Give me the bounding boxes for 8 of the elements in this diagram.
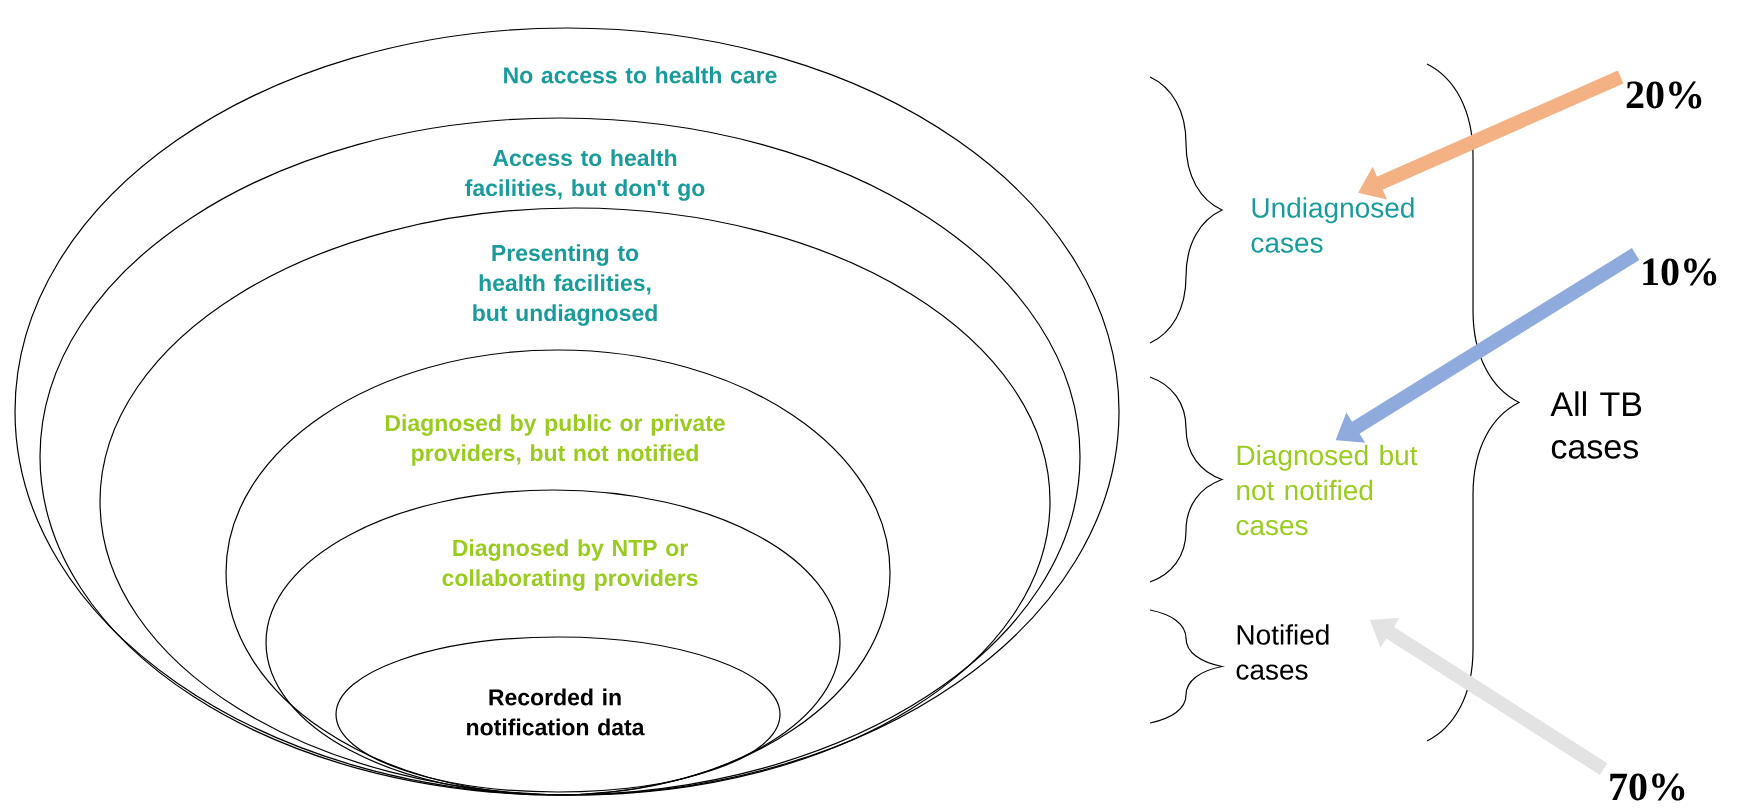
brace-label: All TB cases (1550, 391, 1642, 459)
brace-label: Undiagnosed cases (1251, 197, 1414, 253)
oval-region: Recorded in notification data (335, 636, 781, 793)
percent-label: 10% (1643, 258, 1717, 286)
brace-label: Diagnosed but not notified cases (1236, 444, 1418, 536)
percent-label: 70% (1610, 773, 1685, 801)
percent-label: 20% (1626, 81, 1702, 109)
brace-label: Notified cases (1236, 624, 1329, 680)
